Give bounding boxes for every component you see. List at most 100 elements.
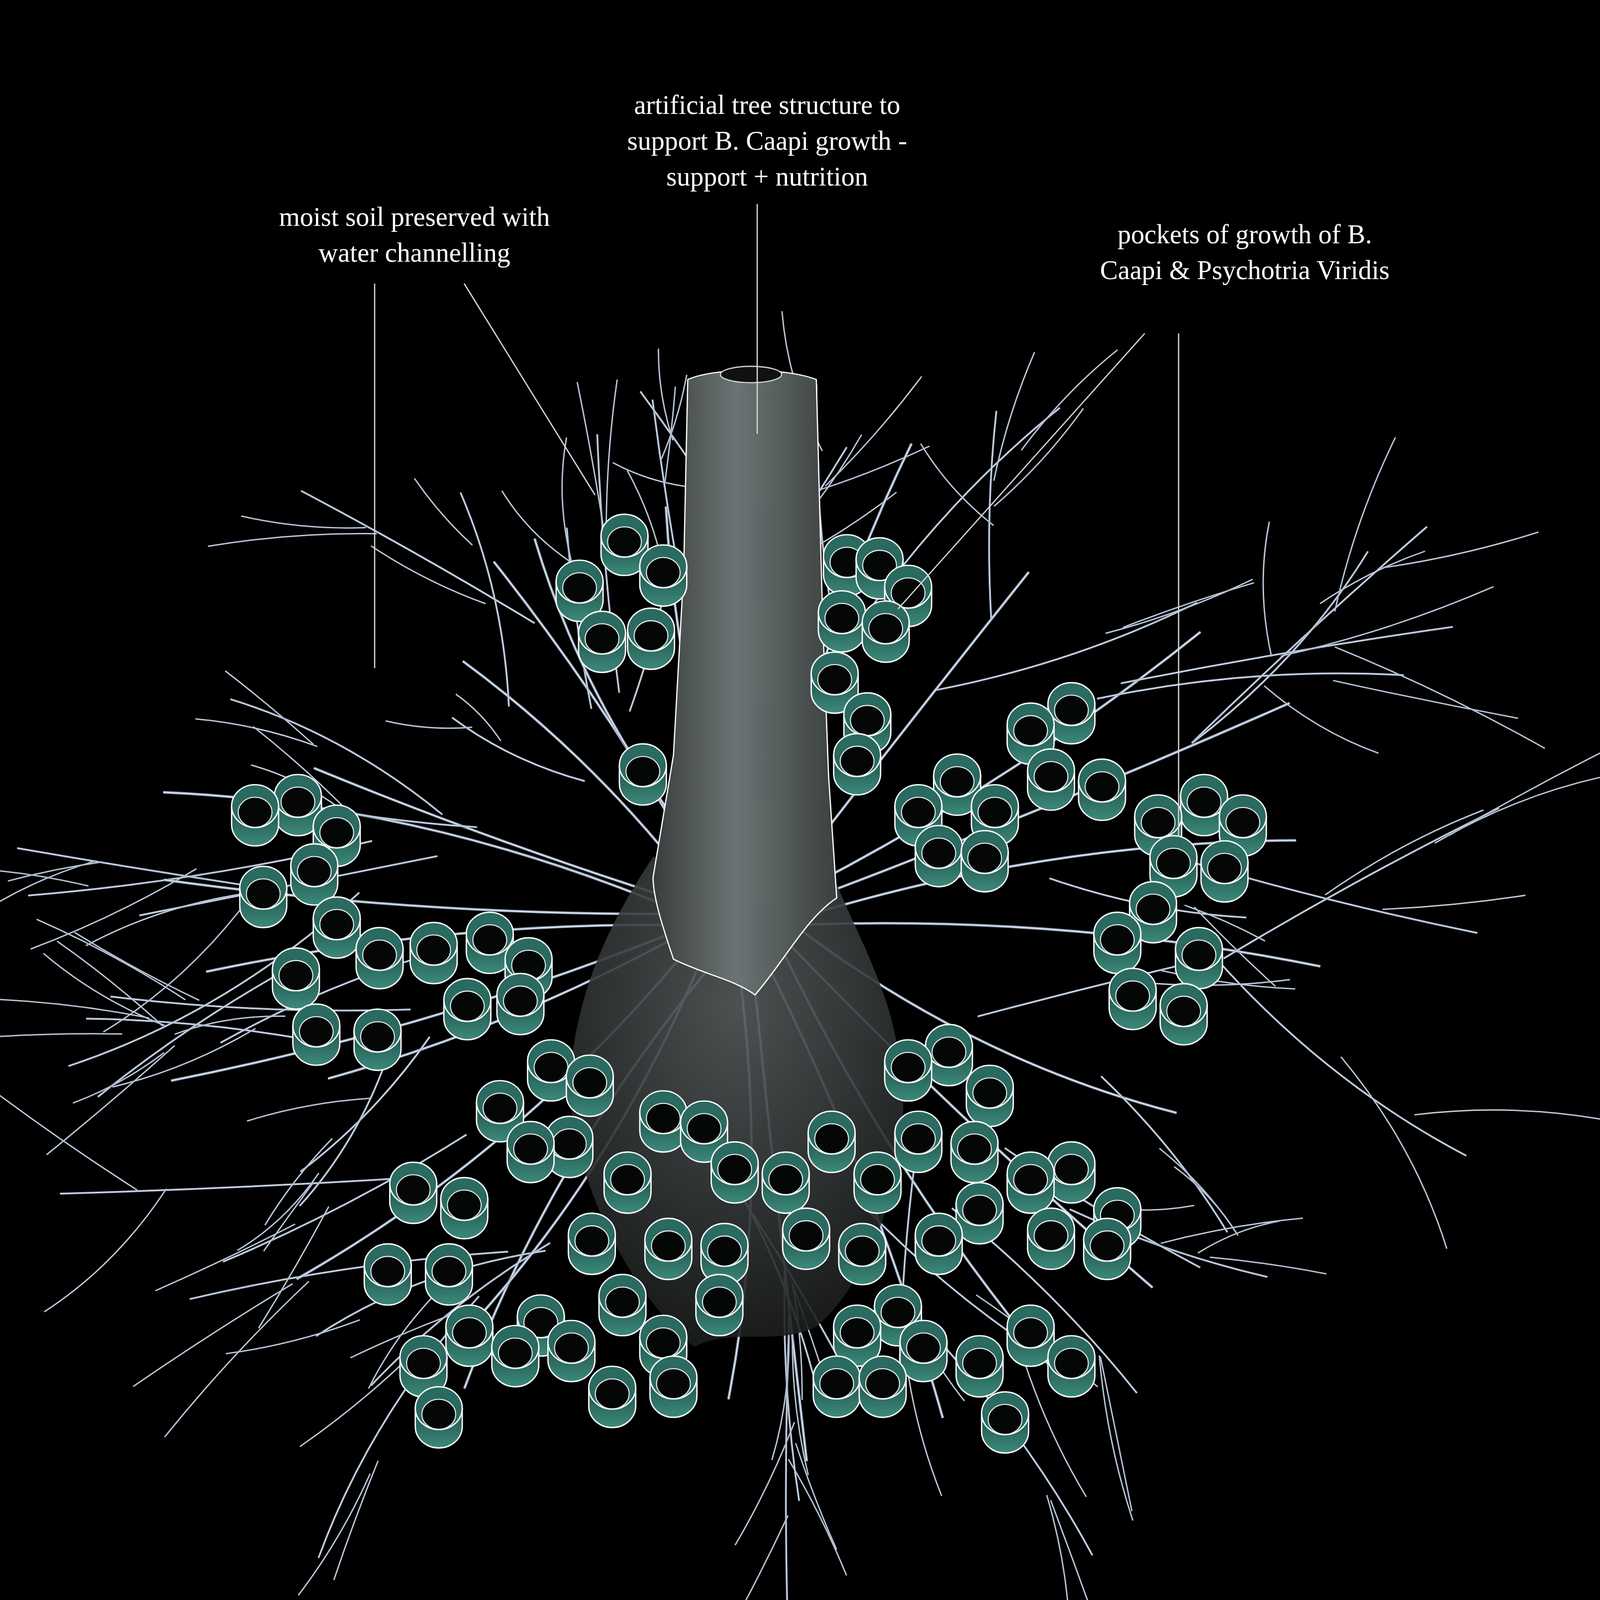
water-channel <box>1191 526 1427 744</box>
water-channel <box>1122 582 1255 628</box>
water-channel <box>36 919 186 1000</box>
water-channel <box>1192 551 1369 743</box>
water-channel <box>788 1459 847 1576</box>
water-channel <box>1099 1355 1134 1521</box>
water-channel <box>794 631 1201 895</box>
water-channel <box>795 1443 837 1550</box>
water-channel <box>1448 739 1600 836</box>
water-channel <box>57 941 163 1026</box>
growth-pocket <box>1078 759 1126 821</box>
water-channel <box>86 891 260 946</box>
water-channel <box>1382 895 1526 909</box>
water-channel <box>562 437 572 562</box>
leader-line <box>374 283 376 669</box>
water-channel <box>103 893 254 1033</box>
water-channel <box>0 999 150 1018</box>
water-channel <box>1174 1166 1238 1236</box>
water-channel <box>247 1098 372 1122</box>
growth-pocket <box>782 1207 830 1270</box>
water-channel <box>46 1045 175 1155</box>
growth-pocket <box>627 607 675 670</box>
water-channel <box>207 533 377 547</box>
growth-pocket <box>711 1141 759 1203</box>
water-channel <box>1264 686 1379 754</box>
growth-pocket <box>356 927 403 989</box>
water-channel <box>174 1015 286 1034</box>
water-channel <box>562 437 572 562</box>
water-channel <box>1159 1148 1236 1233</box>
water-channel <box>57 941 163 1026</box>
water-channel <box>1159 1148 1236 1233</box>
water-channel <box>705 1515 789 1600</box>
water-channel <box>460 492 509 707</box>
water-channel <box>1215 957 1467 1156</box>
water-channel <box>1263 521 1272 657</box>
water-channel <box>805 923 1321 967</box>
water-channel <box>195 718 318 747</box>
growth-pocket <box>1006 1304 1054 1367</box>
water-channel <box>0 1033 123 1047</box>
water-channel <box>1319 551 1425 604</box>
water-channel <box>825 376 922 487</box>
water-channel <box>661 374 688 459</box>
growth-pocket <box>1200 840 1248 902</box>
water-channel <box>225 1319 360 1354</box>
water-channel <box>846 407 1061 644</box>
water-channel <box>989 410 997 620</box>
growth-pocket <box>639 1091 687 1153</box>
growth-pocket <box>956 1335 1003 1398</box>
water-channel <box>300 490 535 623</box>
water-channel <box>241 515 367 528</box>
water-channel <box>44 1188 167 1312</box>
water-channel <box>1334 437 1396 612</box>
growth-pocket <box>506 1121 554 1183</box>
water-channel <box>994 352 1035 481</box>
growth-pocket <box>1175 927 1223 989</box>
growth-pocket <box>859 1356 906 1418</box>
growth-pocket <box>915 825 963 887</box>
water-channel <box>43 953 167 1027</box>
water-channel <box>816 446 930 492</box>
growth-pocket <box>599 1274 646 1336</box>
growth-pocket <box>838 1223 886 1285</box>
growth-pocket <box>981 1392 1029 1454</box>
growth-pocket <box>364 1243 411 1305</box>
water-channel <box>59 1177 416 1195</box>
water-channel <box>1174 1166 1238 1236</box>
growth-pocket <box>1047 1141 1095 1203</box>
water-channel <box>1319 551 1425 604</box>
leader-line <box>756 203 759 434</box>
water-channel <box>263 1182 314 1252</box>
water-channel <box>989 410 997 620</box>
water-channel <box>1280 586 1494 657</box>
growth-pocket <box>445 1304 493 1367</box>
growth-pocket <box>900 1320 947 1382</box>
water-channel <box>300 490 535 623</box>
growth-pocket <box>762 1152 809 1214</box>
water-channel <box>0 867 89 887</box>
water-channel <box>110 996 411 1011</box>
growth-pocket <box>696 1274 743 1336</box>
growth-pocket <box>956 1182 1003 1244</box>
growth-pocket <box>915 1213 963 1275</box>
water-channel <box>1209 1257 1327 1274</box>
leader-line <box>1178 333 1180 837</box>
water-channel <box>0 867 89 887</box>
water-channel <box>164 1281 309 1437</box>
water-channel <box>36 919 186 1000</box>
water-channel <box>1122 582 1255 628</box>
growth-pocket <box>389 1162 437 1224</box>
water-channel <box>1414 1109 1600 1121</box>
water-channel <box>1021 349 1118 451</box>
growth-pocket <box>492 1325 539 1387</box>
growth-pocket <box>639 544 687 606</box>
water-channel <box>795 1443 837 1550</box>
water-channel <box>174 1015 286 1034</box>
growth-pocket <box>566 1055 613 1117</box>
water-channel <box>501 490 572 563</box>
growth-pocket <box>1027 1207 1075 1270</box>
water-channel <box>264 1138 332 1225</box>
growth-pocket <box>588 1366 636 1428</box>
growth-pocket <box>239 866 287 928</box>
growth-pocket <box>833 733 881 796</box>
